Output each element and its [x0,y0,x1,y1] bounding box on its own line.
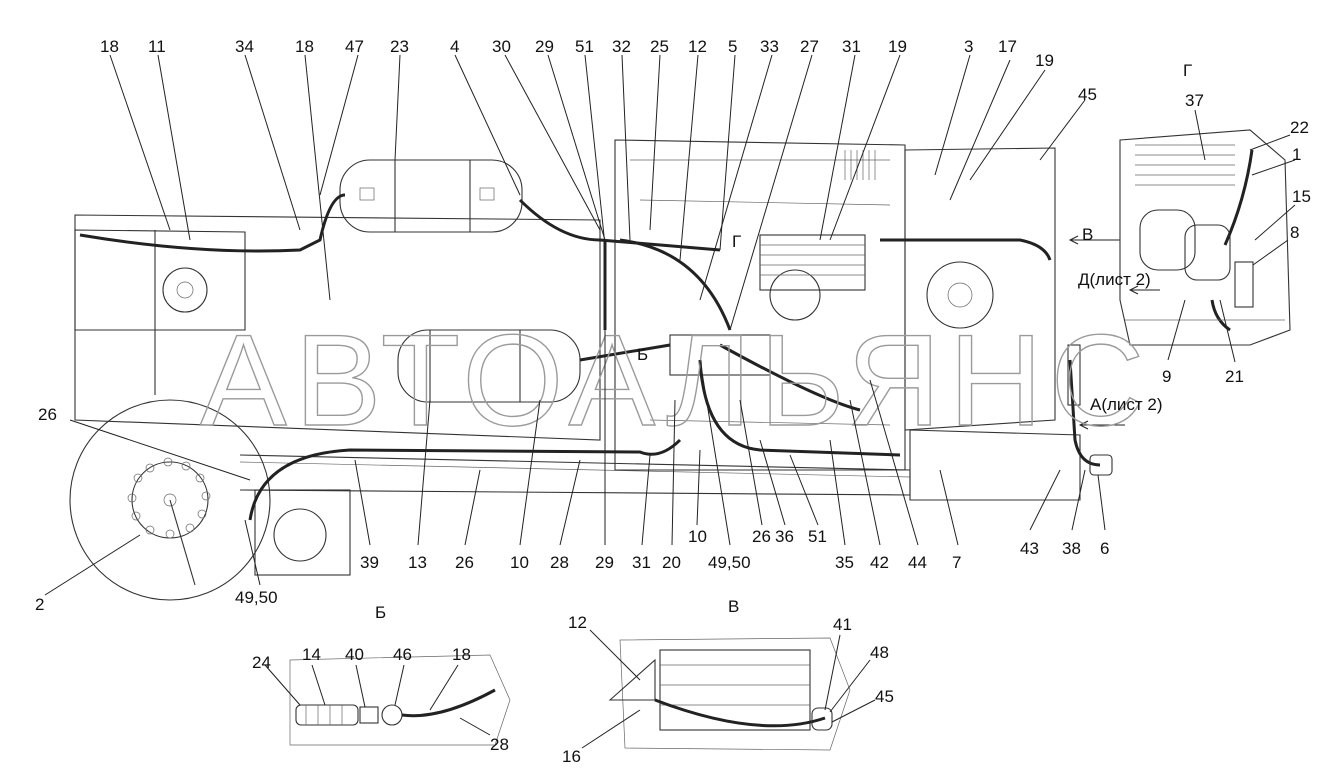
view-label-b: Б [375,603,386,622]
callout-label: 22 [1290,118,1309,137]
callout-label: 51 [808,527,827,546]
callout-label: 39 [360,553,379,572]
callout-label: 20 [662,553,681,572]
callout-label: 18 [452,645,471,664]
callout-label: 35 [835,553,854,572]
callout-label: 26 [752,527,771,546]
callout-label: 10 [688,527,707,546]
callout-label: 24 [252,653,271,672]
callout-label: 2 [35,595,44,614]
callout-label: 32 [612,37,631,56]
main-drawing [69,139,1160,601]
callout-label: 29 [535,37,554,56]
callout-label: 27 [800,37,819,56]
callout-label: 19 [1035,51,1054,70]
callout-label: 42 [870,553,889,572]
callouts-left: 26 2 49,50 [35,405,278,614]
callout-label: 13 [408,553,427,572]
callout-label: 46 [393,645,412,664]
callouts-top: 18 11 34 18 47 23 4 30 29 51 32 25 12 5 … [100,37,1097,104]
callout-label: 6 [1100,539,1109,558]
callout-label: 28 [550,553,569,572]
view-label-g: Г [1183,61,1192,80]
callout-label: 45 [1078,85,1097,104]
callout-label: 43 [1020,539,1039,558]
callout-label: 15 [1292,187,1311,206]
callout-label: 18 [100,37,119,56]
callouts-bottom: 39 13 26 10 28 29 31 20 10 49,50 26 36 5… [360,527,1109,572]
callout-label: 16 [562,747,581,766]
callout-label: 18 [295,37,314,56]
view-marker-v: В [1082,225,1093,244]
view-marker-g: Г [732,232,741,251]
callout-label: 28 [490,735,509,754]
callout-label: 26 [455,553,474,572]
callout-label: 8 [1290,223,1299,242]
callout-label: 34 [235,37,254,56]
callout-label: 23 [390,37,409,56]
callout-label: 36 [775,527,794,546]
callouts-view-g: 37 22 1 15 8 9 21 [1162,91,1311,386]
view-v-drawing [608,637,851,751]
callout-label: 12 [568,613,587,632]
ref-d-sheet2: Д(лист 2) [1078,270,1151,289]
callout-label: 49,50 [708,553,751,572]
view-g-drawing [1119,129,1291,346]
callout-label: 44 [908,553,927,572]
callout-label: 38 [1062,539,1081,558]
callout-label: 51 [575,37,594,56]
callout-label: 47 [345,37,364,56]
callout-label: 31 [842,37,861,56]
callout-label: 49,50 [235,588,278,607]
callout-label: 26 [38,405,57,424]
callouts-view-v: 12 41 48 45 16 [562,613,894,766]
callout-label: 30 [492,37,511,56]
callout-label: 12 [688,37,707,56]
callout-label: 10 [510,553,529,572]
callout-label: 25 [650,37,669,56]
callouts-view-b: 24 14 40 46 18 28 [252,645,509,754]
callout-label: 21 [1225,367,1244,386]
callout-label: 45 [875,687,894,706]
callout-label: 1 [1292,145,1301,164]
callout-label: 37 [1185,91,1204,110]
callout-label: 11 [148,37,166,56]
callout-label: 14 [302,645,321,664]
callout-label: 17 [998,37,1017,56]
watermark: АВТОАЛЬЯНС [200,307,1153,453]
callout-label: 9 [1162,367,1171,386]
callout-label: 7 [952,553,961,572]
callout-label: 31 [632,553,651,572]
view-label-v: В [728,597,739,616]
callout-label: 40 [345,645,364,664]
callout-label: 48 [870,643,889,662]
callout-label: 4 [450,37,459,56]
callout-label: 33 [760,37,779,56]
ref-a-sheet2: А(лист 2) [1090,395,1163,414]
view-marker-b: Б [637,345,648,364]
callout-label: 5 [728,37,737,56]
view-labels: Г Б В Г Б В Д(лист 2) А(лист 2) [375,61,1192,622]
view-b-drawing [289,654,511,746]
leader-lines [44,54,1296,749]
callout-label: 41 [833,615,852,634]
callout-label: 29 [595,553,614,572]
callout-label: 19 [888,37,907,56]
callout-label: 3 [964,37,973,56]
